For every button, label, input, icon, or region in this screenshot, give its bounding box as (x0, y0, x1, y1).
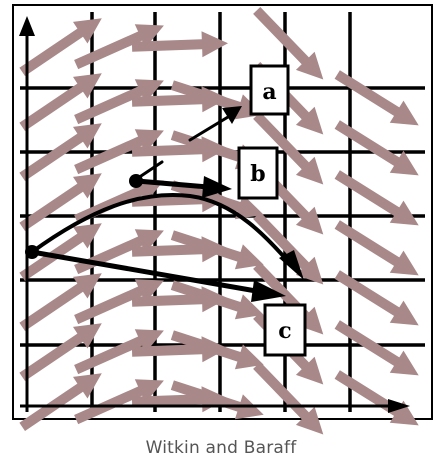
vector-field-arrow-icon (334, 370, 419, 426)
label-a-text: a (262, 79, 276, 105)
step-a-line (188, 115, 230, 142)
vector-field-arrow-icon (19, 223, 102, 281)
vector-field-arrow-icon (19, 73, 102, 131)
vector-field-arrow-icon (334, 270, 419, 326)
vector-field-arrow-icon (253, 112, 324, 185)
vector-field-arrow-icon (19, 123, 102, 181)
vector-field-arrow-icon (334, 170, 419, 226)
vector-field-arrow-icon (334, 70, 419, 126)
trajectories (29, 106, 304, 302)
vector-field-arrow-icon (74, 129, 164, 175)
x-axis-arrow-icon (388, 399, 410, 413)
vector-field-arrow-icon (19, 323, 102, 381)
curved-trajectory (30, 193, 294, 268)
label-b-text: b (250, 161, 265, 187)
vector-field-arrow-icon (74, 329, 164, 375)
label-c: c (263, 303, 307, 357)
vector-field-arrow-icon (170, 380, 264, 420)
vector-field-arrow-icon (253, 362, 324, 435)
vector-field-arrow-icon (253, 7, 324, 80)
label-a: a (249, 64, 290, 116)
vector-field-arrow-icon (131, 31, 228, 58)
vector-field-arrow-icon (334, 120, 419, 176)
vector-field-arrow-icon (334, 320, 419, 376)
vector-field-arrow-icon (170, 230, 264, 270)
vector-field-arrow-icon (170, 280, 264, 320)
step-point-dot (129, 174, 143, 188)
vector-field-arrow-icon (19, 18, 102, 76)
vector-field-arrow-icon (253, 212, 324, 285)
axes (19, 16, 410, 413)
y-axis-arrow-icon (19, 16, 35, 36)
vector-field-arrow-icon (74, 279, 164, 325)
vector-field-arrow-icon (334, 220, 419, 276)
curved-trajectory-head-icon (279, 250, 304, 280)
step-b-line (134, 178, 211, 190)
vector-field-arrow-icon (74, 379, 164, 425)
label-c-text: c (278, 318, 291, 344)
tangent-line (139, 160, 164, 178)
vector-field-arrow-icon (170, 330, 264, 370)
vector-field-arrow-icon (74, 79, 164, 125)
step-b-head-icon (202, 176, 232, 198)
label-b: b (237, 146, 279, 200)
vector-field-arrow-icon (74, 24, 164, 70)
vector-field-arrow-icon (19, 273, 102, 331)
straight-trajectory (29, 249, 265, 295)
vector-field-arrow-icon (170, 80, 264, 120)
figure-caption: Witkin and Baraff (145, 438, 297, 458)
step-a-head-icon (222, 106, 242, 124)
straight-trajectory-head-icon (251, 280, 286, 302)
vector-field-arrow-icon (19, 373, 102, 431)
plot-frame (12, 4, 433, 420)
start-point-dot (25, 245, 39, 259)
vector-field-arrow-icon (170, 180, 264, 220)
vector-field-arrow-icon (19, 173, 102, 231)
